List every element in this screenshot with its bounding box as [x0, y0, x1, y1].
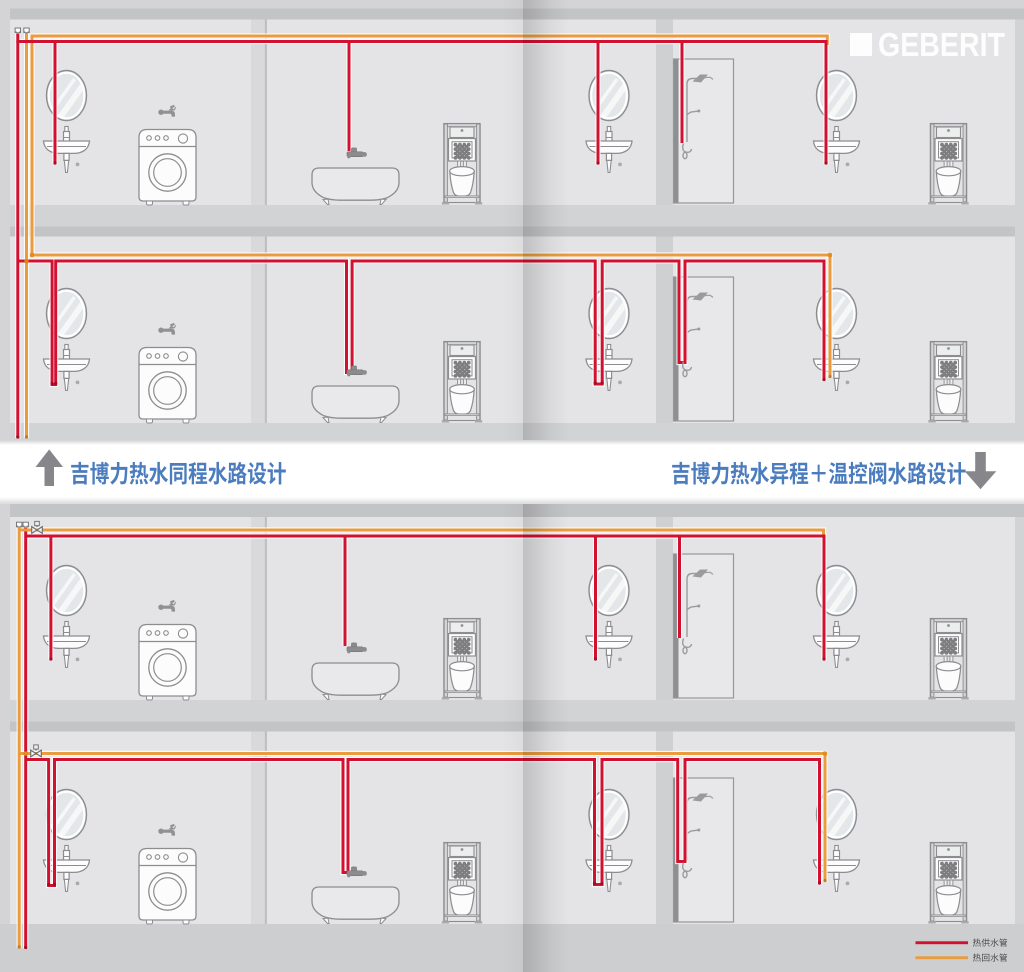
svg-text:GEBERIT: GEBERIT [878, 26, 1005, 63]
